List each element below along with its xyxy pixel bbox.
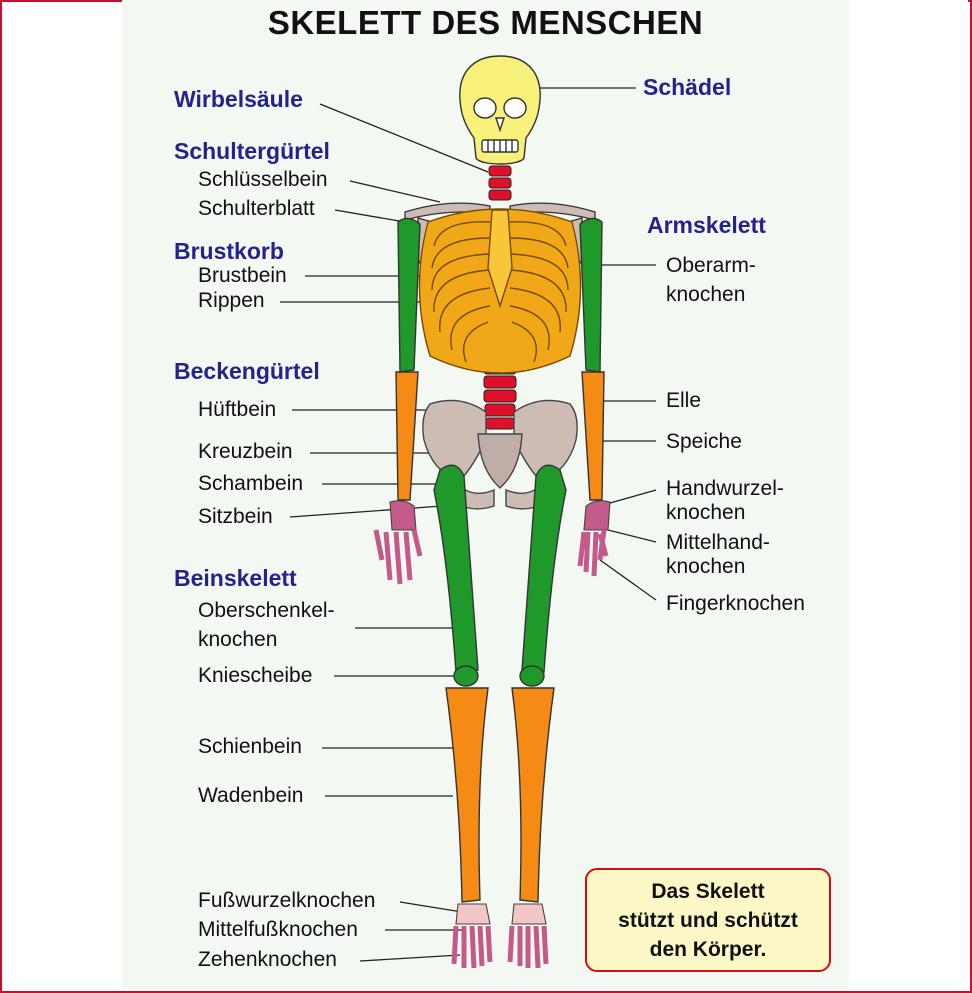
heading-schaedel: Schädel <box>643 74 732 100</box>
info-box: Das Skelett stützt und schützt den Körpe… <box>585 868 831 972</box>
label-mittelfuss: Mittelfußknochen <box>198 918 358 941</box>
label-fusswurzel: Fußwurzelknochen <box>198 889 376 912</box>
heading-beinskelett: Beinskelett <box>174 565 297 591</box>
info-line-1: Das Skelett <box>651 879 765 903</box>
label-zehen: Zehenknochen <box>198 948 337 971</box>
label-mittelhand-1: Mittelhand- <box>666 531 770 554</box>
rib-cage <box>418 208 582 374</box>
label-brustbein: Brustbein <box>198 264 287 287</box>
heading-brustkorb: Brustkorb <box>174 238 284 264</box>
label-wadenbein: Wadenbein <box>198 784 304 807</box>
label-hueftbein: Hüftbein <box>198 398 277 421</box>
info-line-2: stützt und schützt <box>618 908 798 932</box>
label-sitzbein: Sitzbein <box>198 505 273 528</box>
heading-armskelett: Armskelett <box>647 212 766 238</box>
arms <box>395 217 605 501</box>
leader-lines <box>280 87 657 962</box>
label-oberschenkel-1: Oberschenkel- <box>198 599 335 622</box>
label-rippen: Rippen <box>198 289 265 312</box>
label-elle: Elle <box>666 389 702 412</box>
label-schluesselbein: Schlüsselbein <box>198 168 328 191</box>
label-oberarm-1: Oberarm- <box>666 254 756 277</box>
heading-beckengurtel: Beckengürtel <box>174 358 320 384</box>
poster-title: SKELETT DES MENSCHEN <box>267 4 704 41</box>
label-schienbein: Schienbein <box>198 735 302 758</box>
skull <box>459 55 541 165</box>
heading-schultergurtel: Schultergürtel <box>174 138 330 164</box>
label-handwurzel-1: Handwurzel- <box>666 477 784 500</box>
hands <box>373 500 611 585</box>
label-kniescheibe: Kniescheibe <box>198 664 313 687</box>
label-schulterblatt: Schulterblatt <box>198 197 315 220</box>
label-schambein: Schambein <box>198 472 304 495</box>
label-speiche: Speiche <box>666 430 742 453</box>
legs <box>433 464 567 903</box>
pelvis <box>422 399 578 510</box>
feet <box>451 903 549 969</box>
heading-wirbelsaeule: Wirbelsäule <box>174 86 303 112</box>
label-oberschenkel-2: knochen <box>198 628 278 651</box>
label-kreuzbein: Kreuzbein <box>198 440 293 463</box>
label-oberarm-2: knochen <box>666 283 746 306</box>
label-mittelhand-2: knochen <box>666 555 746 578</box>
label-handwurzel-2: knochen <box>666 501 746 524</box>
label-finger: Fingerknochen <box>666 592 805 615</box>
poster-margin <box>849 0 968 989</box>
info-line-3: den Körper. <box>649 937 767 961</box>
